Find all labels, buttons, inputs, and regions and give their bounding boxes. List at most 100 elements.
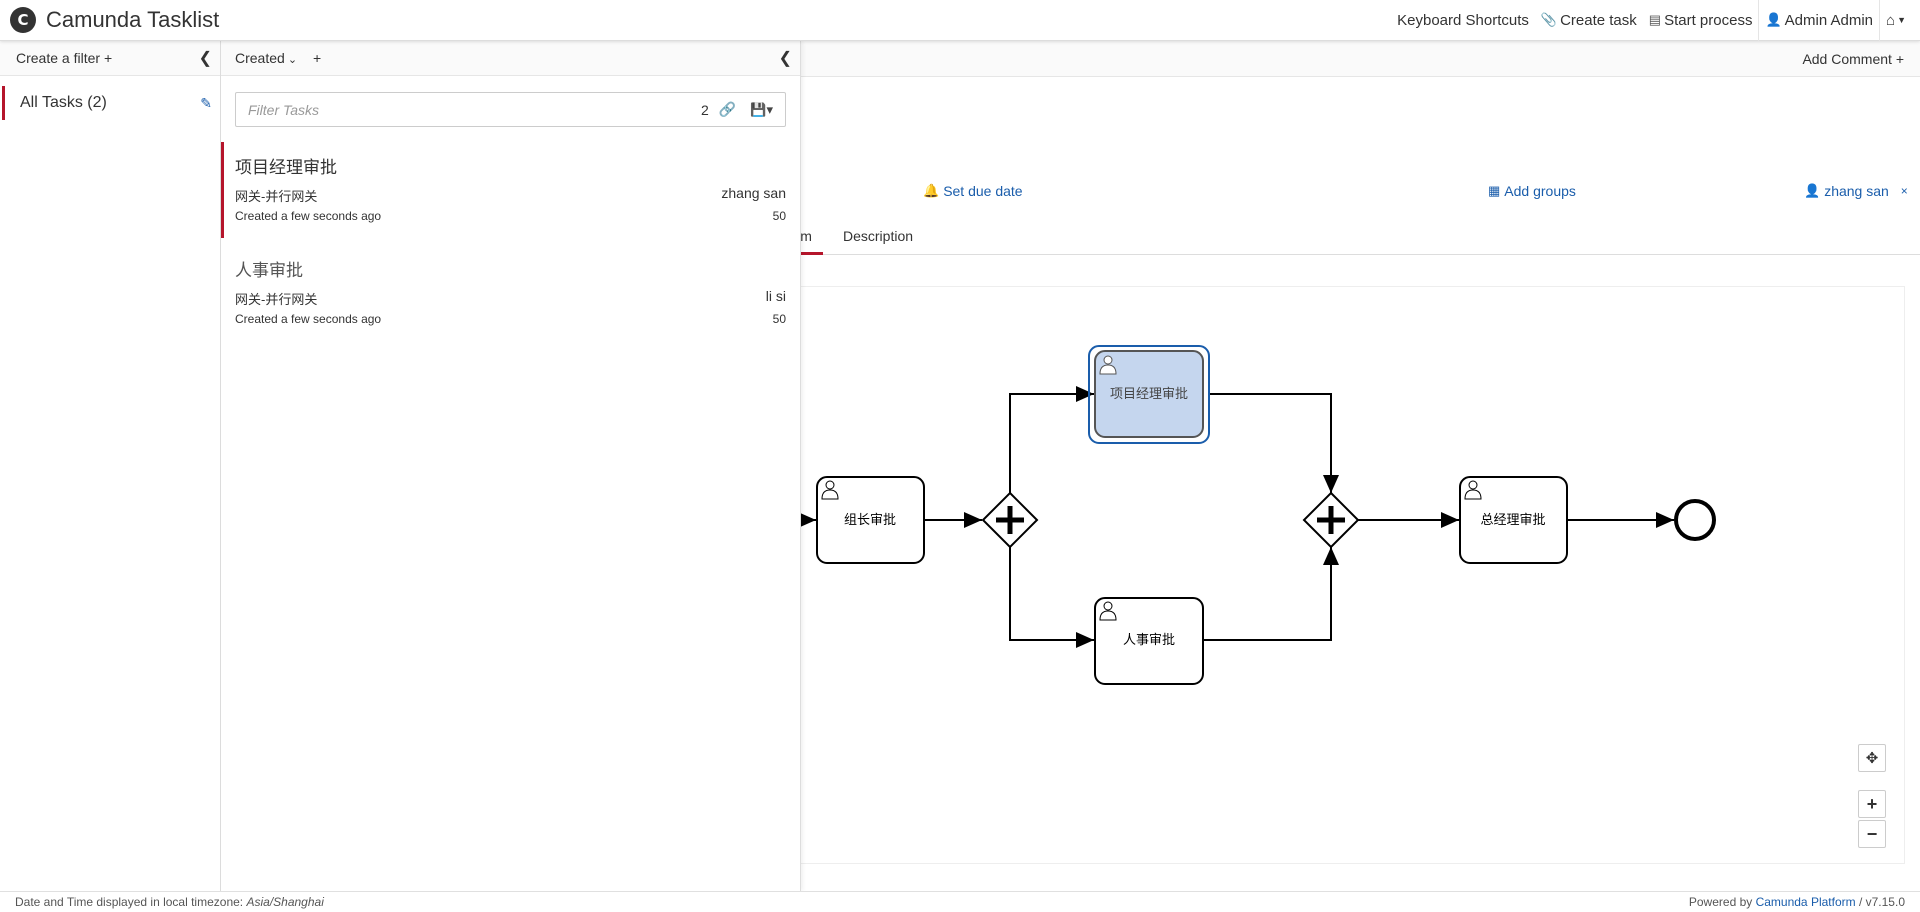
detail-header: Add Comment + <box>801 41 1920 77</box>
user-menu[interactable]: 👤Admin Admin <box>1759 0 1879 41</box>
fit-view-icon: ✥ <box>1865 750 1879 767</box>
filter-tasks-box: 2 🔗 💾▾ <box>235 92 786 127</box>
home-menu[interactable]: ⌂▼ <box>1880 0 1912 41</box>
task-list-header: Created⌄ + ❮ <box>221 41 800 76</box>
user-task-icon <box>1099 355 1117 375</box>
create-filter-label: Create a filter <box>16 50 101 66</box>
task-hr-label: 人事审批 <box>1123 633 1175 648</box>
task-gm[interactable]: 总经理审批 <box>1459 476 1568 564</box>
nav-divider <box>1758 0 1760 41</box>
plus-icon: + <box>1866 793 1878 814</box>
sort-dropdown[interactable]: Created⌄ <box>235 50 297 66</box>
grid-icon: ▦ <box>1488 183 1501 198</box>
paperclip-icon: 📎 <box>1540 12 1558 27</box>
task-assignee: li si <box>765 288 786 304</box>
chevron-down-icon: ⌄ <box>287 54 298 66</box>
plus-icon: + <box>1895 50 1904 67</box>
start-process-label: Start process <box>1664 11 1753 29</box>
user-icon: 👤 <box>1804 183 1821 198</box>
top-header: C Camunda Tasklist Keyboard Shortcuts 📎C… <box>0 0 1920 41</box>
task-pm[interactable]: 项目经理审批 <box>1088 345 1210 444</box>
powered-prefix: Powered by <box>1688 895 1756 909</box>
timezone-value: Asia/Shanghai <box>246 895 324 909</box>
pencil-icon[interactable]: ✎ <box>200 94 212 111</box>
chevron-down-icon: ▼ <box>1897 15 1906 25</box>
task-list-item[interactable]: 项目经理审批 网关-并行网关 zhang san Created a few s… <box>221 142 800 238</box>
add-sorting-button[interactable]: + <box>313 50 321 66</box>
home-icon: ⌂ <box>1886 11 1896 29</box>
timezone-info: Date and Time displayed in local timezon… <box>15 895 324 909</box>
user-name: Admin Admin <box>1784 11 1874 29</box>
end-event[interactable] <box>1674 499 1716 541</box>
tab-description[interactable]: Description <box>843 228 913 244</box>
add-comment-button[interactable]: Add Comment + <box>1802 51 1904 67</box>
timezone-prefix: Date and Time displayed in local timezon… <box>15 895 247 909</box>
parallel-gateway-join[interactable] <box>1302 491 1360 549</box>
plus-icon: + <box>104 50 113 66</box>
add-groups-label: Add groups <box>1504 183 1576 199</box>
version-label: / v7.15.0 <box>1855 895 1905 909</box>
user-task-icon <box>821 480 839 500</box>
plus-icon: + <box>313 50 322 66</box>
user-icon: 👤 <box>1765 12 1782 27</box>
task-name: 项目经理审批 <box>235 158 337 177</box>
minus-icon: − <box>1866 823 1878 844</box>
zoom-in-button[interactable]: + <box>1858 790 1886 818</box>
create-task-label: Create task <box>1560 11 1637 29</box>
parallel-gateway-split[interactable] <box>981 491 1039 549</box>
collapse-filters-button[interactable]: ❮ <box>199 48 212 68</box>
bpmn-diagram[interactable]: 组长审批 项目经理审批 人事审批 <box>801 286 1905 864</box>
link-icon[interactable]: 🔗 <box>718 101 737 117</box>
task-process: 网关-并行网关 <box>235 189 318 204</box>
task-assignee: zhang san <box>721 185 786 201</box>
zoom-out-button[interactable]: − <box>1858 820 1886 848</box>
tab-description-label: Description <box>843 228 914 244</box>
keyboard-shortcuts-label: Keyboard Shortcuts <box>1397 11 1529 29</box>
filter-item-label: All Tasks (2) <box>20 94 107 111</box>
set-due-date-label: Set due date <box>943 183 1023 199</box>
task-created: Created a few seconds ago <box>235 312 382 326</box>
filters-column: Create a filter+ ❮ All Tasks (2) ✎ <box>0 41 221 891</box>
app-title[interactable]: Camunda Tasklist <box>46 7 220 32</box>
list-icon: ▤ <box>1648 12 1662 27</box>
assignee-button[interactable]: 👤zhang san × <box>1804 183 1908 199</box>
create-task-link[interactable]: 📎Create task <box>1535 0 1643 41</box>
task-list-item[interactable]: 人事审批 网关-并行网关 li si Created a few seconds… <box>221 245 800 341</box>
task-count: 2 <box>701 101 709 118</box>
task-list-column: Created⌄ + ❮ 2 🔗 💾▾ 项目经理审批 网关-并行网关 zhang… <box>221 41 801 891</box>
collapse-list-button[interactable]: ❮ <box>779 48 792 68</box>
tab-diagram[interactable]: Diagram <box>801 228 823 255</box>
set-due-date-button[interactable]: 🔔Set due date <box>923 183 1023 199</box>
task-hr[interactable]: 人事审批 <box>1094 597 1204 685</box>
filter-item-all-tasks[interactable]: All Tasks (2) ✎ <box>2 86 220 120</box>
keyboard-shortcuts-link[interactable]: Keyboard Shortcuts <box>1391 0 1535 41</box>
task-created: Created a few seconds ago <box>235 209 382 223</box>
sequence-flows <box>801 386 1674 648</box>
filters-header: Create a filter+ ❮ <box>0 41 220 76</box>
camunda-logo[interactable]: C <box>10 7 36 33</box>
user-task-icon <box>1099 601 1117 621</box>
chevron-left-icon: ❮ <box>778 50 792 67</box>
task-gm-label: 总经理审批 <box>1480 513 1545 528</box>
start-process-link[interactable]: ▤Start process <box>1643 0 1759 41</box>
task-priority: 50 <box>772 312 786 326</box>
chevron-left-icon: ❮ <box>198 50 212 67</box>
task-pm-label: 项目经理审批 <box>1110 387 1188 402</box>
save-icon[interactable]: 💾▾ <box>750 101 773 117</box>
sort-label: Created <box>235 50 285 66</box>
task-priority: 50 <box>772 209 786 223</box>
reset-zoom-button[interactable]: ✥ <box>1858 744 1886 772</box>
bpmn-canvas: 组长审批 项目经理审批 人事审批 <box>801 345 1716 685</box>
user-task-icon <box>1464 480 1482 500</box>
task-team-lead-label: 组长审批 <box>844 513 896 528</box>
task-team-lead[interactable]: 组长审批 <box>816 476 925 564</box>
add-groups-button[interactable]: ▦Add groups <box>1488 183 1576 199</box>
create-filter-button[interactable]: Create a filter+ <box>16 50 112 66</box>
nav-divider <box>1879 0 1881 41</box>
remove-assignee-button[interactable]: × <box>1900 184 1908 198</box>
filter-tasks-input[interactable] <box>236 93 702 126</box>
powered-by: Powered by Camunda Platform / v7.15.0 <box>1689 895 1905 909</box>
camunda-platform-link[interactable]: Camunda Platform <box>1755 895 1856 909</box>
assignee-name: zhang san <box>1824 183 1889 199</box>
task-process: 网关-并行网关 <box>235 292 318 307</box>
